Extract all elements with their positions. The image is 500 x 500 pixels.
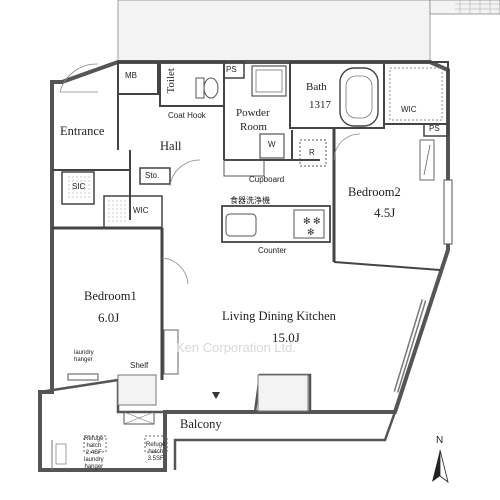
sic-label: SIC <box>72 182 86 191</box>
sto-closet <box>139 167 171 185</box>
sic-room <box>61 171 95 205</box>
toilet-fixture <box>203 77 219 99</box>
refuge-hatch-1-box <box>83 435 107 453</box>
bedroom1-size: 6.0J <box>98 310 120 325</box>
bedroom2-window <box>443 179 453 245</box>
north-arrow-icon <box>432 449 449 483</box>
watermark: Ken Corporation Ltd. <box>176 340 296 355</box>
wic-right-room <box>383 61 449 125</box>
svg-text:✻: ✻ <box>313 217 321 227</box>
sto-label: Sto. <box>145 171 160 180</box>
wic-right-label: WIC <box>401 105 417 114</box>
balcony-label: Balcony <box>180 417 222 431</box>
bath-size: 1317 <box>309 99 331 111</box>
laundry-hanger-label-1: laundry <box>74 350 94 356</box>
bathtub <box>339 67 379 127</box>
entrance-door <box>59 63 99 93</box>
laundry-pan <box>251 65 287 97</box>
hall-door <box>169 159 201 187</box>
svg-text:✻: ✻ <box>307 228 315 238</box>
balcony-unit <box>123 411 155 425</box>
bedroom2-label: Bedroom2 <box>348 185 401 199</box>
cupboard-label: Cupboard <box>249 175 285 184</box>
counter-label: Counter <box>258 246 287 255</box>
top-right-grid <box>455 0 500 14</box>
refuge-hatch-2-box <box>144 435 168 453</box>
powder-room-label-2: Room <box>240 121 267 133</box>
mb-label: MB <box>125 71 137 80</box>
shelf-label: Shelf <box>130 361 149 370</box>
ps-right-label: PS <box>429 124 440 133</box>
balcony-pillar <box>117 374 157 406</box>
bedroom1-closet <box>163 329 179 375</box>
wic-left-label: WIC <box>133 206 149 215</box>
ps-right-box <box>423 123 449 137</box>
top-right-pillar <box>429 0 500 15</box>
ldk-label: Living Dining Kitchen <box>222 309 336 323</box>
refuge-hatch-2-label: Refuge hatch 3.5SF <box>146 442 166 462</box>
dishwasher-label: 食器洗浄機 <box>230 196 270 205</box>
svg-text:✻: ✻ <box>303 217 311 227</box>
refrigerator-mark: R <box>309 148 315 157</box>
north-label: N <box>436 435 444 446</box>
refuge-hatch-1-label: Refuge hatch 2.4SF laundry hanger <box>84 436 104 470</box>
bath-room <box>289 61 385 129</box>
powder-room-label-1: Powder <box>236 107 270 119</box>
sink <box>225 213 257 237</box>
toilet-room <box>159 61 225 107</box>
bedroom1-label: Bedroom1 <box>84 289 137 303</box>
top-structure <box>117 0 431 63</box>
bedroom2-door <box>333 133 361 161</box>
ps-top-label: PS <box>226 65 237 74</box>
kitchen-counter <box>221 205 331 243</box>
entrance-label: Entrance <box>60 124 105 138</box>
washbasin <box>259 133 285 159</box>
laundry-hanger-label-2: hanger <box>74 357 93 363</box>
cooktop <box>293 209 325 239</box>
washbasin-mark: W <box>268 140 276 149</box>
toilet-label: Toilet <box>165 68 177 94</box>
cupboard-unit <box>223 159 265 177</box>
ldk-size: 15.0J <box>272 330 300 345</box>
coat-hook-label: Coat Hook <box>168 111 206 120</box>
hall-label: Hall <box>160 139 182 153</box>
ps-top-box <box>223 61 245 79</box>
laundry-hanger-bar <box>67 373 99 381</box>
mb-room <box>117 61 159 95</box>
bedroom2-closet <box>419 139 435 181</box>
bath-label: Bath <box>306 81 327 93</box>
bedroom1-door <box>161 257 189 285</box>
bedroom2-size: 4.5J <box>374 205 396 220</box>
entry-arrow <box>212 392 220 399</box>
refrigerator-space <box>299 139 327 167</box>
